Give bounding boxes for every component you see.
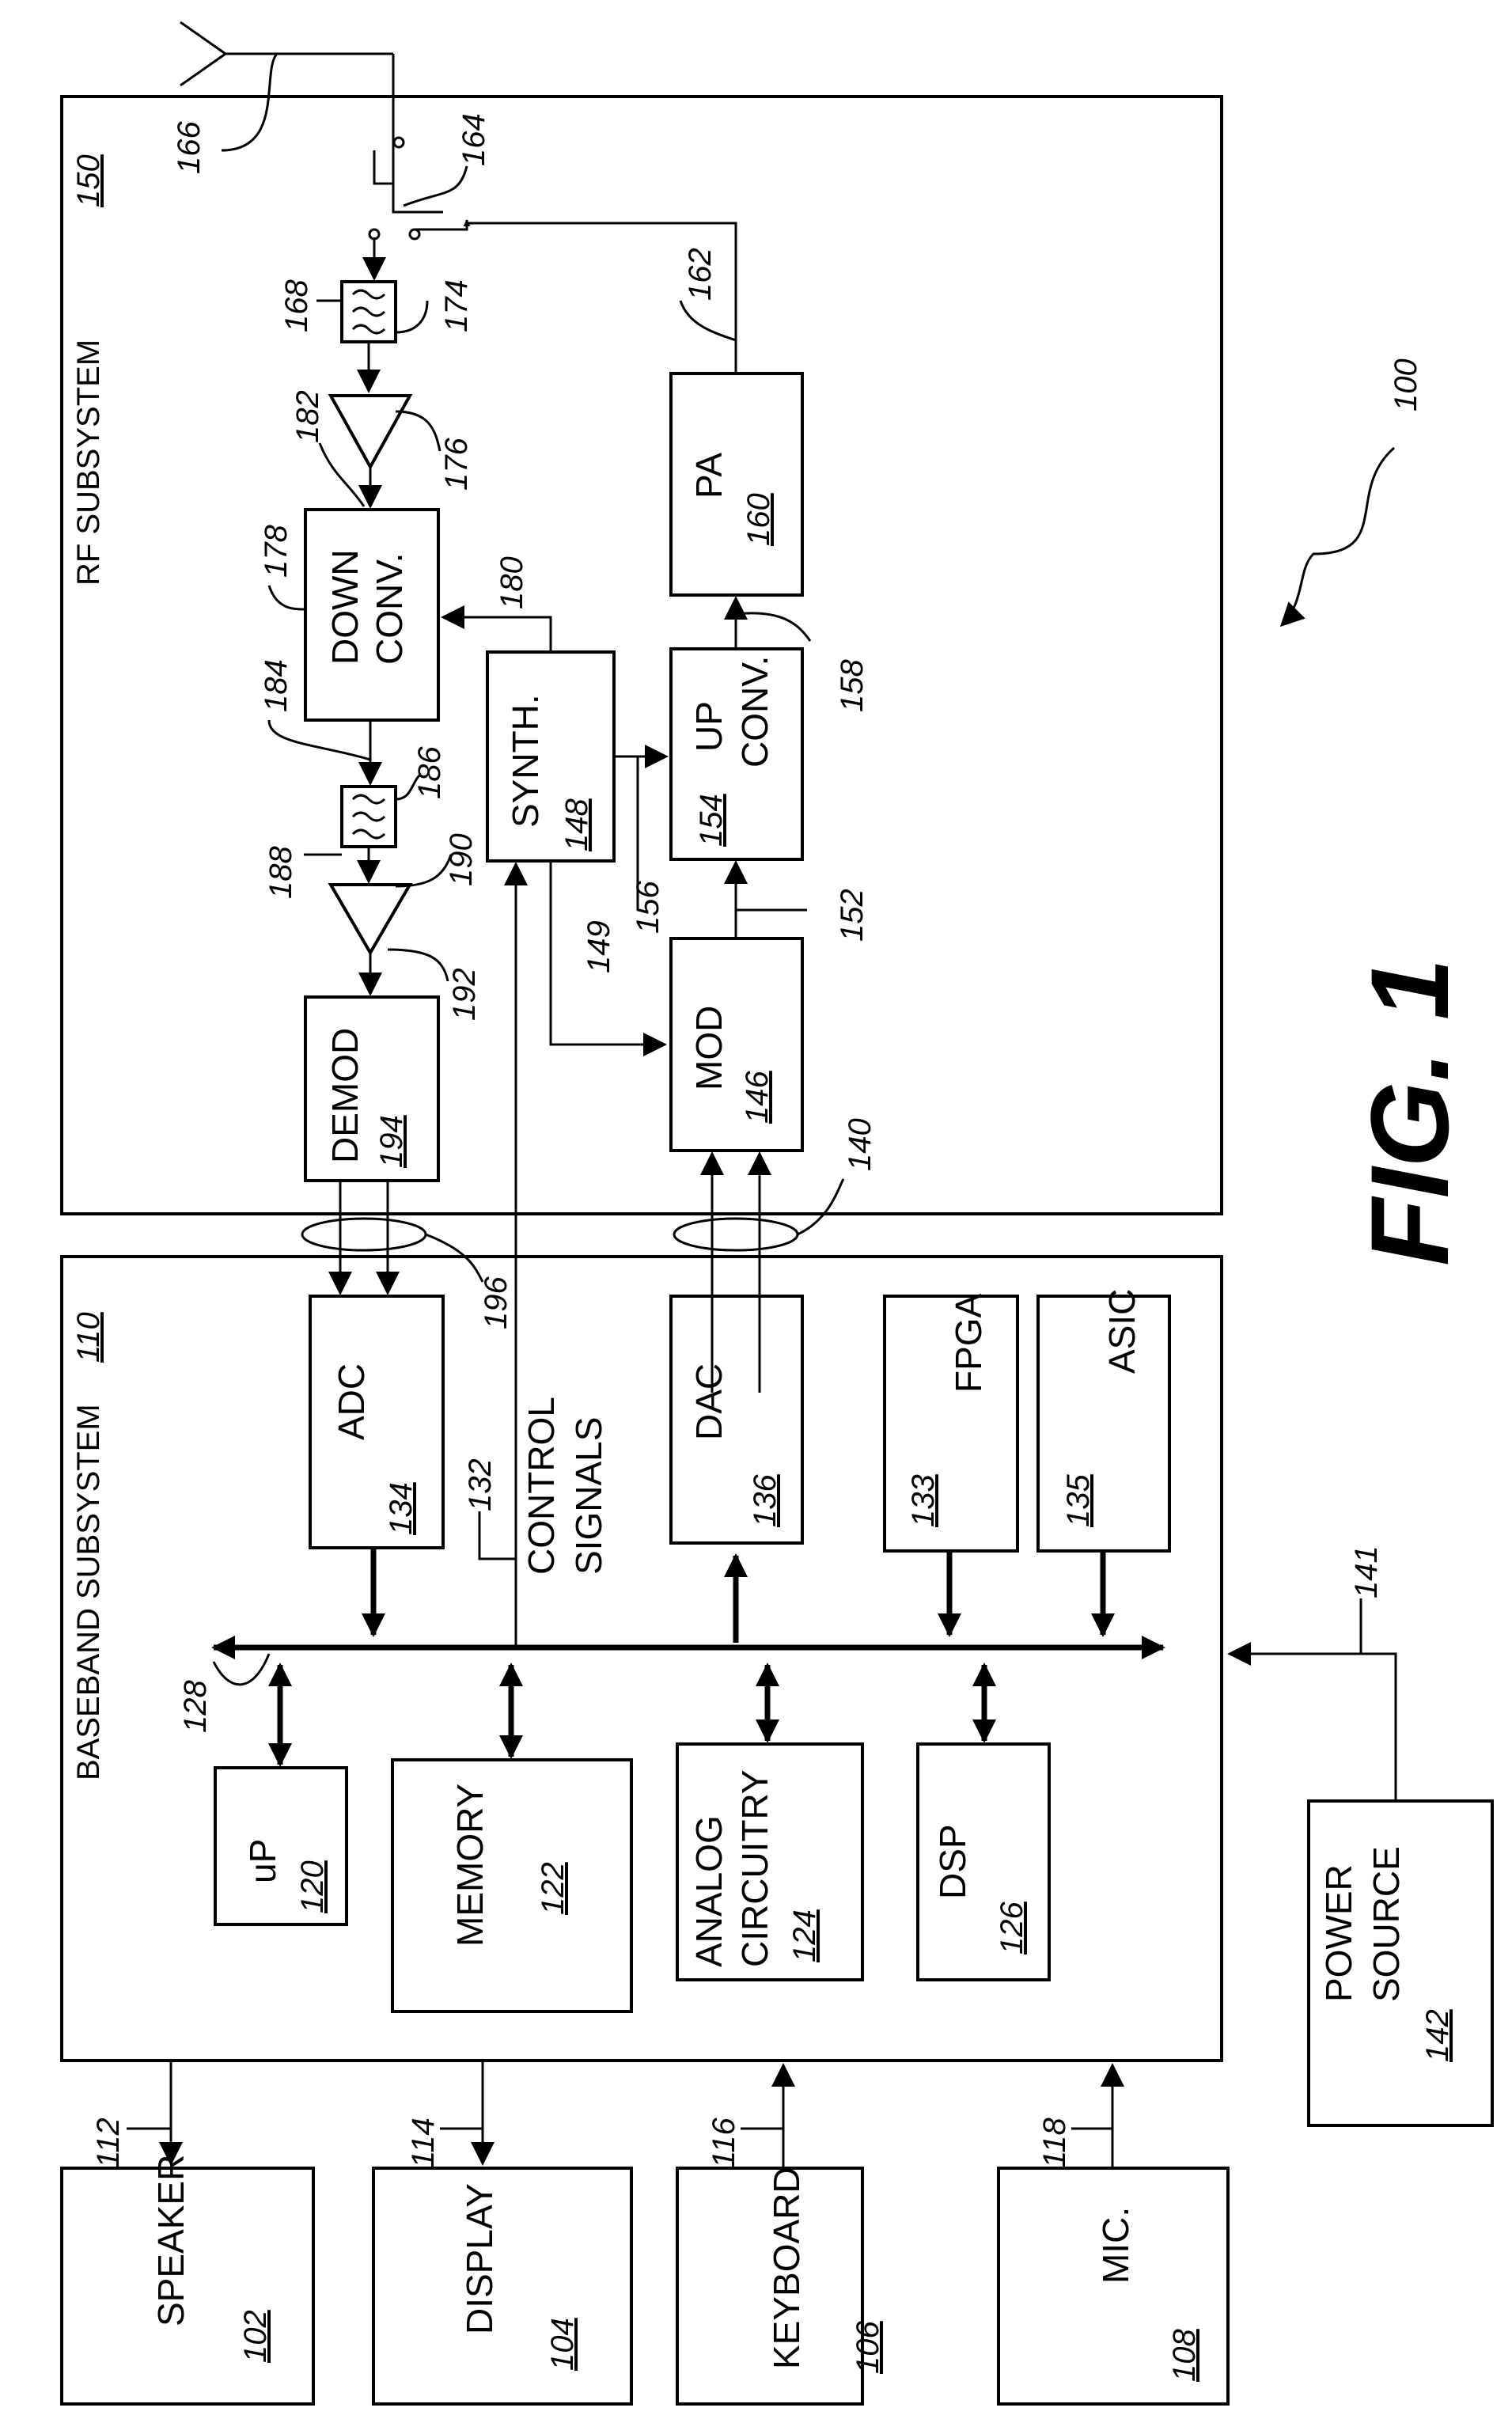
analog-circuitry-ref: 124 (787, 1909, 822, 1962)
asic-ref: 135 (1061, 1474, 1096, 1527)
figure-title: FIG. 1 (1347, 958, 1472, 1266)
power-source-label-2: SOURCE (1366, 1846, 1407, 2002)
up-converter-label-2: CONV. (734, 656, 775, 768)
ref-178: 178 (259, 525, 294, 578)
ref-196: 196 (479, 1276, 513, 1329)
rf-subsystem-box (62, 97, 1222, 1214)
up-ref: 120 (295, 1860, 330, 1913)
down-converter-label-2: CONV. (369, 553, 410, 665)
dac-ref: 136 (748, 1474, 783, 1527)
bundle-196-ellipse (302, 1219, 426, 1250)
display-label: DISPLAY (459, 2183, 500, 2334)
ref-132: 132 (463, 1458, 498, 1511)
mic-label: MIC. (1095, 2207, 1136, 2284)
mod-ref: 146 (740, 1071, 775, 1124)
rf-subsystem-label: RF SUBSYSTEM (71, 339, 106, 586)
analog-circuitry-label-1: ANALOG (688, 1815, 729, 1967)
ref-190: 190 (444, 833, 479, 886)
baseband-subsystem-label: BASEBAND SUBSYSTEM (71, 1404, 106, 1780)
dsp-ref: 126 (995, 1901, 1029, 1955)
demod-label: DEMOD (324, 1028, 366, 1163)
ref-114: 114 (406, 2118, 441, 2168)
adc-ref: 134 (384, 1482, 419, 1535)
ref-188: 188 (263, 846, 298, 899)
control-signals-label-2: SIGNALS (568, 1417, 609, 1575)
power-source-label-1: POWER (1318, 1864, 1359, 2002)
demod-ref: 194 (374, 1115, 409, 1168)
fpga-label: FPGA (948, 1293, 989, 1393)
pa-label: PA (688, 453, 729, 499)
ref-166: 166 (172, 121, 207, 174)
bundle-140-ellipse (674, 1219, 798, 1250)
display-ref: 104 (545, 2318, 580, 2371)
ref-174: 174 (439, 279, 474, 332)
ref-164: 164 (457, 113, 491, 166)
ref-176: 176 (439, 438, 474, 491)
keyboard-ref: 106 (851, 2321, 885, 2374)
rf-subsystem-ref: 150 (71, 154, 106, 207)
ref-128: 128 (178, 1680, 213, 1733)
ref-140: 140 (843, 1118, 877, 1171)
mod-label: MOD (688, 1006, 729, 1090)
up-converter-label-1: UP (688, 701, 729, 752)
asic-label: ASIC (1101, 1289, 1143, 1374)
pa-ref: 160 (741, 493, 776, 546)
ref-118: 118 (1037, 2117, 1072, 2168)
down-converter-label-1: DOWN (324, 549, 366, 665)
dsp-label: DSP (932, 1824, 973, 1899)
analog-circuitry-label-2: CIRCUITRY (734, 1769, 775, 1967)
dac-label: DAC (688, 1363, 729, 1440)
fpga-ref: 133 (906, 1474, 941, 1527)
up-converter-ref: 154 (694, 794, 729, 847)
rx-filter-2 (342, 787, 396, 847)
control-signals-label-1: CONTROL (521, 1397, 562, 1575)
ref-158: 158 (835, 659, 870, 712)
adc-label: ADC (331, 1363, 372, 1440)
rx-filter-1 (342, 282, 396, 342)
tr-switch-icon (369, 184, 467, 239)
ref-162: 162 (683, 248, 718, 301)
ref-141: 141 (1349, 1545, 1384, 1598)
ref-186: 186 (412, 746, 447, 799)
ref-182: 182 (290, 390, 325, 443)
power-source-ref: 142 (1420, 2009, 1455, 2062)
memory-box (392, 1760, 631, 2011)
ref-152: 152 (835, 889, 870, 942)
ref-184: 184 (259, 659, 294, 712)
ref-192: 192 (447, 968, 482, 1021)
ref-112: 112 (91, 2118, 126, 2168)
display-box (373, 2168, 631, 2404)
ref-149: 149 (582, 920, 616, 973)
memory-ref: 122 (536, 1862, 570, 1915)
mic-ref: 108 (1167, 2329, 1202, 2382)
ref-100: 100 (1389, 358, 1423, 411)
lna-1-triangle (331, 396, 410, 467)
ref-156: 156 (631, 881, 665, 934)
synth-label: SYNTH. (505, 694, 546, 828)
ref-180: 180 (495, 556, 529, 609)
lna-2-triangle (331, 885, 410, 953)
keyboard-label: KEYBOARD (766, 2167, 807, 2369)
ref-168: 168 (279, 279, 314, 332)
baseband-subsystem-ref: 110 (71, 1312, 106, 1363)
speaker-label: SPEAKER (150, 2155, 191, 2326)
antenna-icon (180, 22, 404, 184)
up-label: uP (242, 1839, 283, 1883)
speaker-ref: 102 (238, 2310, 273, 2363)
memory-label: MEMORY (449, 1784, 491, 1947)
synth-ref: 148 (559, 798, 594, 851)
ref-116: 116 (707, 2117, 741, 2168)
